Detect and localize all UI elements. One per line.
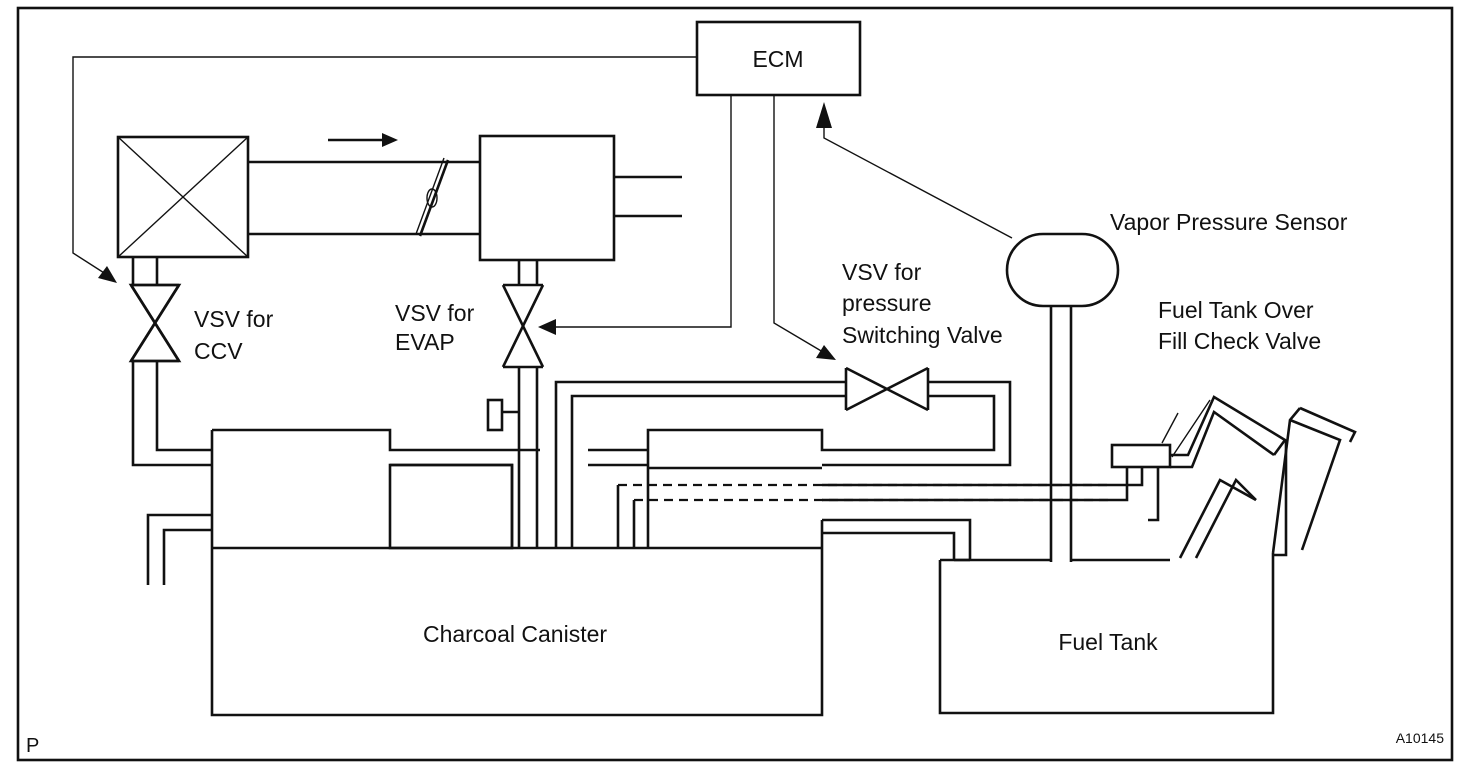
charcoal-canister <box>210 428 928 717</box>
vsv-psv-label: VSV for pressure Switching Valve <box>842 259 1003 348</box>
corner-code: P <box>26 735 39 757</box>
vsv-evap-label-line-2: EVAP <box>395 329 455 355</box>
vsv-pressure-switching-valve <box>844 366 930 412</box>
vsv-evap-label-line-1: VSV for <box>395 300 475 326</box>
ecm-to-vsv-ccv-line <box>72 56 697 283</box>
figure-id: A10145 <box>1396 730 1444 746</box>
vsv-ccv-label-line-1: VSV for <box>194 306 274 332</box>
sensor-to-ecm-line <box>816 102 1013 239</box>
over-fill-label-line-1: Fuel Tank Over <box>1158 297 1314 323</box>
vsv-ccv-label-line-2: CCV <box>194 338 243 364</box>
fuel-tank-label: Fuel Tank <box>1058 629 1158 655</box>
flow-arrow <box>328 133 398 147</box>
ecm-to-vsv-evap-line <box>538 95 732 335</box>
fuel-tank <box>938 395 1357 715</box>
diagram-frame <box>16 6 1454 762</box>
vapor-pressure-sensor-label: Vapor Pressure Sensor <box>1110 209 1348 235</box>
vsv-psv-label-line-2: pressure <box>842 290 931 316</box>
vsv-evap-valve <box>486 260 545 432</box>
vsv-psv-label-line-3: Switching Valve <box>842 322 1003 348</box>
ecm-label: ECM <box>752 46 803 72</box>
charcoal-canister-label: Charcoal Canister <box>423 621 607 647</box>
intake-manifold <box>478 134 616 262</box>
vsv-psv-label-line-1: VSV for <box>842 259 922 285</box>
over-fill-check-valve-label: Fuel Tank Over Fill Check Valve <box>1158 297 1321 354</box>
vsv-ccv-valve <box>128 257 182 363</box>
over-fill-label-line-2: Fill Check Valve <box>1158 328 1321 354</box>
ecm-to-vsv-psv-line <box>773 95 836 360</box>
ecm-box <box>695 20 862 97</box>
vapor-pressure-sensor <box>1005 232 1120 308</box>
vsv-ccv-label: VSV for CCV <box>194 306 280 364</box>
intake-pipe <box>248 157 480 237</box>
air-cleaner <box>116 135 250 259</box>
vsv-evap-label: VSV for EVAP <box>395 300 481 355</box>
